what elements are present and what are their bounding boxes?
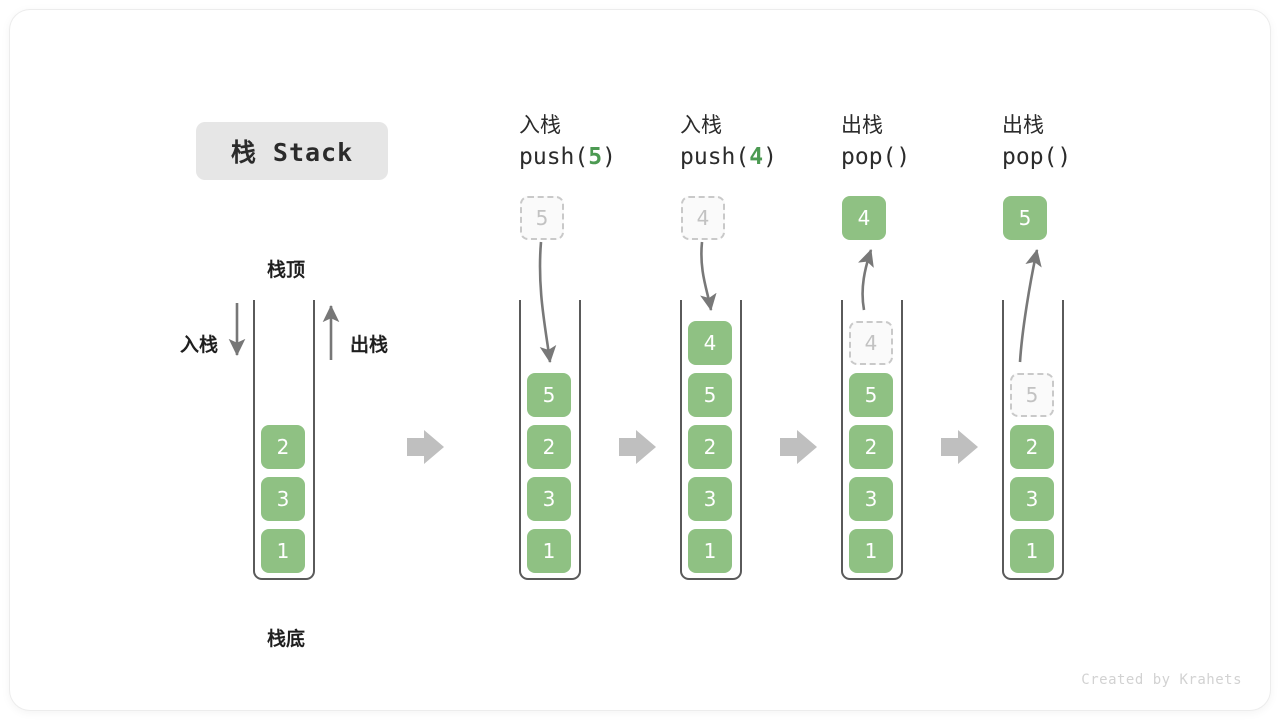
credit-label: Created by Krahets <box>1081 672 1242 688</box>
stack-container <box>253 300 315 580</box>
stack-container <box>841 300 903 580</box>
step-label-pop-2: 出栈 pop() <box>1002 110 1071 174</box>
floating-cell: 4 <box>681 196 725 240</box>
op-name: 出栈 <box>841 113 883 137</box>
base-push-label: 入栈 <box>180 334 219 356</box>
stack-cell: 5 <box>527 373 571 417</box>
stack-bottom-label: 栈底 <box>267 628 306 650</box>
stack-cell: 2 <box>261 425 305 469</box>
stack-container <box>680 300 742 580</box>
step-label-push-4: 入栈 push(4) <box>680 110 777 174</box>
op-code-suffix: ) <box>763 144 777 170</box>
stack-cell: 3 <box>1010 477 1054 521</box>
floating-cell: 5 <box>1003 196 1047 240</box>
stack-cell: 3 <box>849 477 893 521</box>
stack-cell: 3 <box>527 477 571 521</box>
stack-cell: 1 <box>1010 529 1054 573</box>
stack-container <box>1002 300 1064 580</box>
floating-cell: 5 <box>520 196 564 240</box>
stack-container <box>519 300 581 580</box>
step-arrow-icon <box>780 430 817 464</box>
op-name: 入栈 <box>519 113 561 137</box>
stack-cell: 1 <box>261 529 305 573</box>
stack-cell: 1 <box>849 529 893 573</box>
step-arrow-icon <box>941 430 978 464</box>
op-code-suffix: ) <box>896 144 911 170</box>
stack-top-label: 栈顶 <box>267 259 306 281</box>
stack-cell: 3 <box>261 477 305 521</box>
stack-cell: 1 <box>688 529 732 573</box>
stack-cell: 4 <box>688 321 732 365</box>
stack-cell: 5 <box>688 373 732 417</box>
op-code: push(4) <box>680 140 777 174</box>
stack-cell: 2 <box>849 425 893 469</box>
op-arg: 5 <box>588 144 603 170</box>
op-code-prefix: pop( <box>841 144 897 170</box>
op-name: 出栈 <box>1002 113 1044 137</box>
op-code: push(5) <box>519 140 616 174</box>
op-name: 入栈 <box>680 113 722 137</box>
stack-cell-ghost: 5 <box>1010 373 1054 417</box>
op-code-prefix: pop( <box>1002 144 1058 170</box>
base-pop-label: 出栈 <box>350 334 389 356</box>
stack-cell: 5 <box>849 373 893 417</box>
stack-cell-ghost: 4 <box>849 321 893 365</box>
step-arrow-icon <box>619 430 656 464</box>
op-arg: 4 <box>749 144 764 170</box>
op-code-prefix: push( <box>680 144 750 170</box>
op-code-suffix: ) <box>1057 144 1072 170</box>
stack-cell: 2 <box>527 425 571 469</box>
op-code: pop() <box>841 140 910 174</box>
op-code-suffix: ) <box>602 144 616 170</box>
step-arrow-icon <box>407 430 444 464</box>
op-code-prefix: push( <box>519 144 589 170</box>
stack-cell: 2 <box>1010 425 1054 469</box>
title-badge: 栈 Stack <box>196 122 388 180</box>
step-label-pop-1: 出栈 pop() <box>841 110 910 174</box>
arrows-overlay <box>228 241 1042 464</box>
op-code: pop() <box>1002 140 1071 174</box>
figure-canvas: 栈 Stack 栈顶 栈底 入栈 出栈 2 3 1 入栈 push(5) 5 5… <box>10 10 1270 710</box>
floating-cell: 4 <box>842 196 886 240</box>
step-label-push-5: 入栈 push(5) <box>519 110 616 174</box>
stack-cell: 2 <box>688 425 732 469</box>
stack-cell: 1 <box>527 529 571 573</box>
stack-cell: 3 <box>688 477 732 521</box>
